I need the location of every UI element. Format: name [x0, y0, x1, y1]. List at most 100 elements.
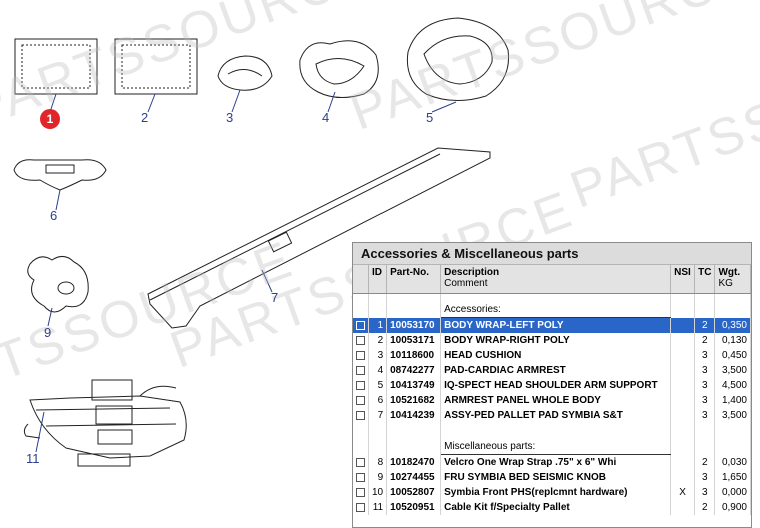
- checkbox-cell: [353, 393, 369, 408]
- callout-2[interactable]: 2: [141, 110, 149, 125]
- part-no-cell: 10118600: [386, 348, 442, 363]
- checkbox-cell: [353, 317, 369, 333]
- id-cell: 3: [368, 348, 388, 363]
- callout-1-selected[interactable]: 1: [40, 109, 60, 129]
- callout-7[interactable]: 7: [271, 290, 279, 305]
- pallet-pad-drawing: [147, 147, 491, 329]
- header-tc[interactable]: TC: [694, 265, 716, 294]
- id-cell: 7: [368, 408, 388, 423]
- description-cell: BODY WRAP-LEFT POLY: [440, 317, 672, 333]
- nsi-cell: [670, 470, 696, 485]
- checkbox-cell: [353, 470, 369, 485]
- nsi-cell: [670, 317, 696, 333]
- nsi-cell: [670, 378, 696, 393]
- row-checkbox[interactable]: [356, 380, 365, 390]
- cable-kit-drawing: [23, 379, 187, 467]
- armrest-panel-drawing: [13, 159, 107, 191]
- panel-title: Accessories & Miscellaneous parts: [353, 243, 751, 265]
- checkbox-cell: [353, 348, 369, 363]
- part-no-cell: 10520951: [386, 500, 442, 515]
- row-checkbox[interactable]: [356, 395, 365, 405]
- weight-cell: 1,650: [714, 470, 751, 485]
- checkbox-cell: [353, 454, 369, 470]
- tc-cell: 3: [694, 393, 716, 408]
- checkbox-cell: [353, 500, 369, 515]
- nsi-cell: [670, 408, 696, 423]
- description-cell: PAD-CARDIAC ARMREST: [440, 363, 672, 378]
- nsi-cell: [670, 348, 696, 363]
- header-nsi[interactable]: NSI: [670, 265, 696, 294]
- header-checkbox: [353, 265, 369, 294]
- id-cell: 11: [368, 500, 388, 515]
- checkbox-cell: [353, 363, 369, 378]
- description-cell: HEAD CUSHION: [440, 348, 672, 363]
- tc-cell: 3: [694, 348, 716, 363]
- row-checkbox[interactable]: [356, 365, 365, 375]
- row-checkbox[interactable]: [356, 320, 365, 330]
- nsi-cell: [670, 333, 696, 348]
- weight-cell: 0,350: [714, 317, 751, 333]
- checkbox-cell: [353, 333, 369, 348]
- weight-cell: 0,030: [714, 454, 751, 470]
- callout-5[interactable]: 5: [426, 110, 434, 125]
- part-no-cell: 08742277: [386, 363, 442, 378]
- callout-6[interactable]: 6: [50, 208, 58, 223]
- head-cushion-drawing: [217, 55, 273, 91]
- weight-cell: 1,400: [714, 393, 751, 408]
- description-cell: Velcro One Wrap Strap .75" x 6" Whi: [440, 454, 672, 470]
- nsi-cell: [670, 500, 696, 515]
- section-label-accessories: Accessories:: [440, 302, 672, 318]
- row-checkbox[interactable]: [356, 502, 365, 512]
- callout-4[interactable]: 4: [322, 110, 330, 125]
- row-checkbox[interactable]: [356, 410, 365, 420]
- section-label-misc: Miscellaneous parts:: [440, 439, 672, 455]
- description-cell: Cable Kit f/Specialty Pallet: [440, 500, 672, 515]
- header-id[interactable]: ID: [368, 265, 388, 294]
- tc-cell: 2: [694, 500, 716, 515]
- id-cell: 9: [368, 470, 388, 485]
- header-weight-unit: KG: [718, 278, 733, 289]
- weight-cell: 0,450: [714, 348, 751, 363]
- row-checkbox[interactable]: [356, 335, 365, 345]
- part-no-cell: 10413749: [386, 378, 442, 393]
- header-weight[interactable]: Wgt.KG: [714, 265, 751, 294]
- weight-cell: 3,500: [714, 408, 751, 423]
- part-no-cell: 10052807: [386, 485, 442, 500]
- header-part-no[interactable]: Part-No.: [386, 265, 442, 294]
- tc-cell: 2: [694, 317, 716, 333]
- callout-9[interactable]: 9: [44, 325, 52, 340]
- section-row-misc: Miscellaneous parts:: [353, 439, 751, 455]
- cardiac-armrest-drawing: [299, 40, 379, 98]
- tc-cell: 3: [694, 378, 716, 393]
- description-cell: ARMREST PANEL WHOLE BODY: [440, 393, 672, 408]
- row-checkbox[interactable]: [356, 350, 365, 360]
- id-cell: 8: [368, 454, 388, 470]
- tc-cell: 3: [694, 408, 716, 423]
- nsi-cell: X: [670, 485, 696, 500]
- tc-cell: 3: [694, 485, 716, 500]
- callout-3[interactable]: 3: [226, 110, 234, 125]
- row-checkbox[interactable]: [356, 472, 365, 482]
- checkbox-cell: [353, 408, 369, 423]
- callout-11[interactable]: 11: [26, 451, 40, 466]
- checkbox-cell: [353, 485, 369, 500]
- row-checkbox[interactable]: [356, 487, 365, 497]
- part-no-cell: 10414239: [386, 408, 442, 423]
- weight-cell: 4,500: [714, 378, 751, 393]
- row-checkbox[interactable]: [356, 457, 365, 467]
